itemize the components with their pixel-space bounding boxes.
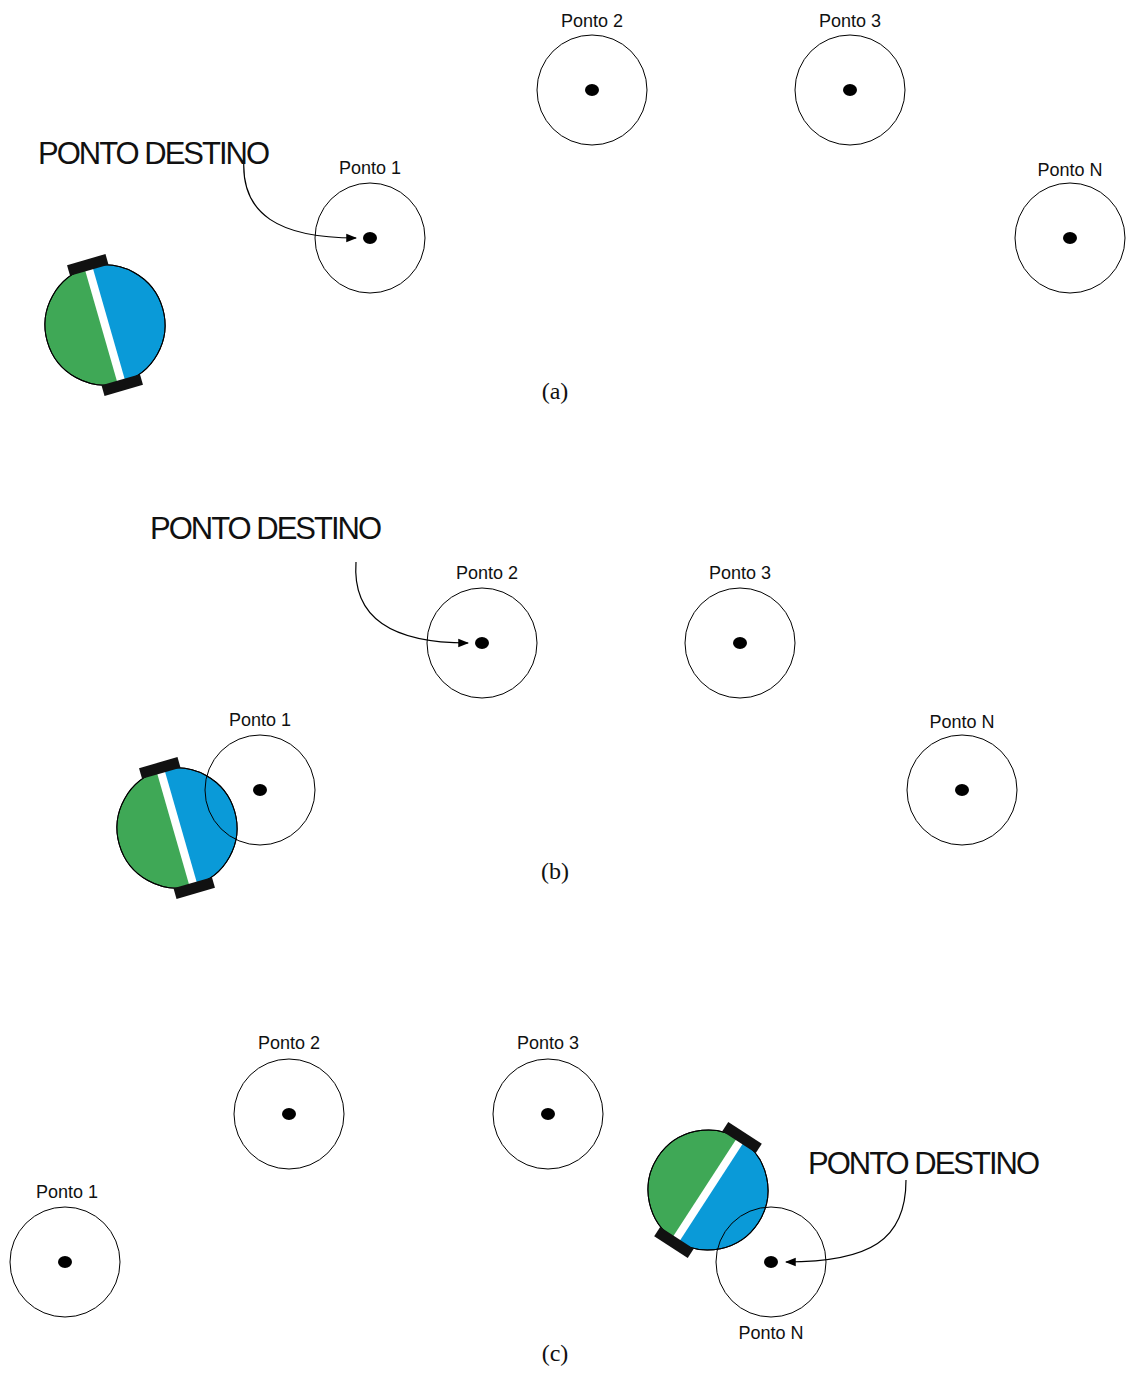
point-label: Ponto 1 [229,710,291,731]
point-label: Ponto 3 [819,11,881,32]
target-point: Ponto 3 [491,1057,605,1171]
point-label: Ponto N [1037,160,1102,181]
callout-label: PONTO DESTINO [808,1146,1038,1182]
point-label: Ponto N [929,712,994,733]
leader-line [786,1180,906,1262]
target-point: Ponto 3 [793,33,907,147]
point-circle [793,33,907,147]
callout-label: PONTO DESTINO [150,511,380,547]
point-circle [714,1205,828,1319]
callout-label: PONTO DESTINO [38,136,268,172]
point-label: Ponto 3 [709,563,771,584]
point-circle [491,1057,605,1171]
target-point: Ponto N [1013,181,1127,295]
point-circle [313,181,427,295]
point-label: Ponto 1 [339,158,401,179]
point-circle [1013,181,1127,295]
panel-caption: (b) [541,858,569,885]
leader-line [356,562,468,643]
point-circle [683,586,797,700]
point-label: Ponto 3 [517,1033,579,1054]
point-label: Ponto N [738,1323,803,1344]
point-label: Ponto 2 [258,1033,320,1054]
target-point: Ponto 1 [313,181,427,295]
target-point: Ponto 2 [425,586,539,700]
target-point: Ponto N [905,733,1019,847]
robot [101,746,254,910]
point-label: Ponto 2 [561,11,623,32]
point-circle [905,733,1019,847]
target-point: Ponto N [714,1205,828,1319]
target-point: Ponto 3 [683,586,797,700]
panel-caption: (a) [542,378,569,405]
point-circle [203,733,317,847]
point-label: Ponto 2 [456,563,518,584]
robot [621,1100,796,1279]
robot [29,243,182,407]
point-label: Ponto 1 [36,1182,98,1203]
panel-caption: (c) [542,1340,569,1367]
target-point: Ponto 1 [8,1205,122,1319]
target-point: Ponto 2 [535,33,649,147]
point-circle [232,1057,346,1171]
point-circle [425,586,539,700]
point-circle [535,33,649,147]
point-circle [8,1205,122,1319]
target-point: Ponto 2 [232,1057,346,1171]
target-point: Ponto 1 [203,733,317,847]
